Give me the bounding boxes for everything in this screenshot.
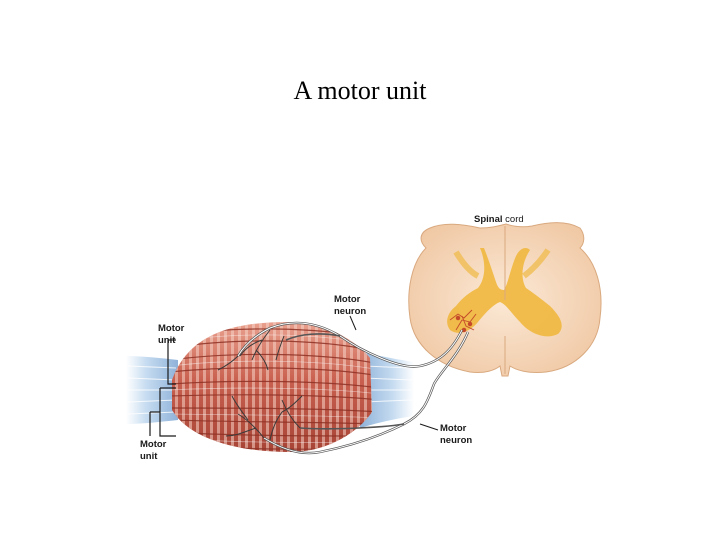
tendon-right	[360, 352, 414, 428]
motor-unit-bottom-line2: unit	[140, 451, 158, 462]
motor-unit-top-label: Motor unit	[158, 323, 187, 346]
slide-title: A motor unit	[293, 76, 427, 105]
axon-branches-lower	[225, 395, 303, 441]
motor-unit-bracket-top	[167, 339, 176, 385]
motor-neuron-bottom-line1: Motor	[440, 423, 467, 434]
motor-unit-bottom-label: Motor unit	[140, 439, 169, 462]
spinal-cord-label: Spinal cord	[474, 214, 524, 225]
motor-neuron-top-label: Motor neuron	[334, 294, 366, 317]
muscle	[172, 322, 372, 452]
motor-unit-top-line2: unit	[158, 335, 176, 346]
leader-lines	[349, 315, 439, 431]
axon-branches-upper	[217, 329, 285, 371]
motor-neuron-bottom-line2: neuron	[440, 435, 472, 446]
motor-unit-bottom-line1: Motor	[140, 439, 167, 450]
tendon-left	[126, 356, 178, 424]
motor-neuron-axons	[236, 321, 470, 455]
motor-unit-bracket-bottom	[149, 387, 176, 437]
motor-neuron-top-line2: neuron	[334, 306, 366, 317]
spinal-cord-label-rest: cord	[503, 214, 524, 225]
motor-neuron-bottom-label: Motor neuron	[440, 423, 472, 446]
motor-neuron-cell-bodies	[449, 309, 477, 333]
motor-unit-top-line1: Motor	[158, 323, 185, 334]
spinal-cord-label-bold: Spinal	[474, 214, 503, 225]
motor-neuron-top-line1: Motor	[334, 294, 361, 305]
spinal-cord	[408, 222, 602, 377]
